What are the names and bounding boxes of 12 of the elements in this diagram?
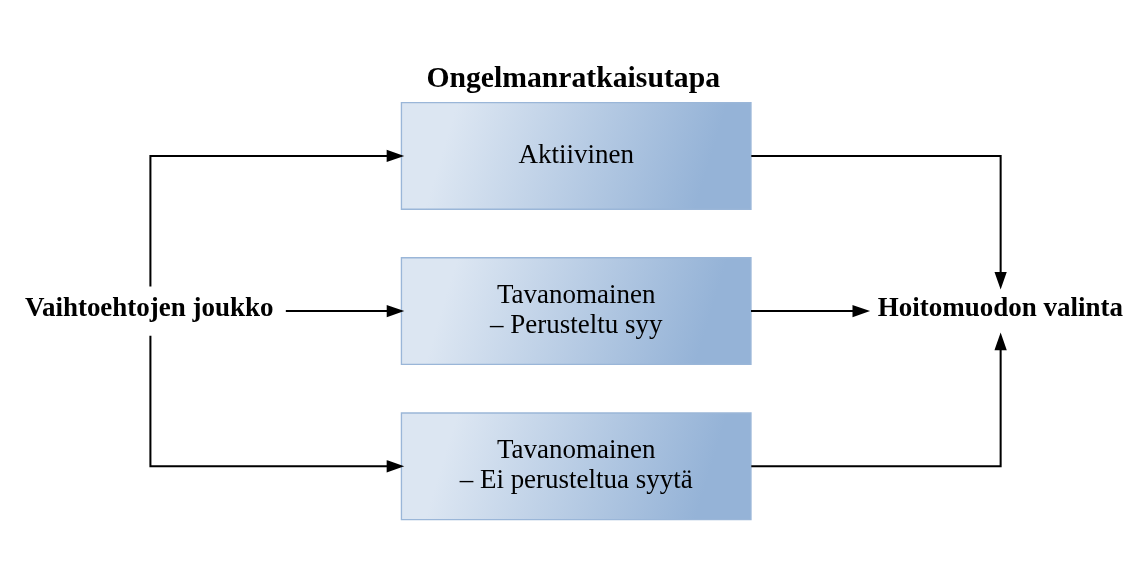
- arrow: [751, 304, 871, 317]
- node-box: Tavanomainen – Ei perusteltua syytä: [400, 411, 752, 520]
- node-box: Tavanomainen – Perusteltu syy: [400, 256, 752, 365]
- arrow: [285, 304, 405, 317]
- diagram-title: Ongelmanratkaisutapa: [426, 60, 721, 93]
- node-text: Vaihtoehtojen joukko: [24, 291, 274, 322]
- arrow: [751, 332, 1007, 467]
- arrow: [149, 335, 405, 472]
- arrow: [751, 154, 1007, 290]
- arrow: [149, 149, 405, 286]
- node-text: Hoitomuodon valinta: [877, 291, 1123, 322]
- node-box: Aktiivinen: [400, 101, 752, 210]
